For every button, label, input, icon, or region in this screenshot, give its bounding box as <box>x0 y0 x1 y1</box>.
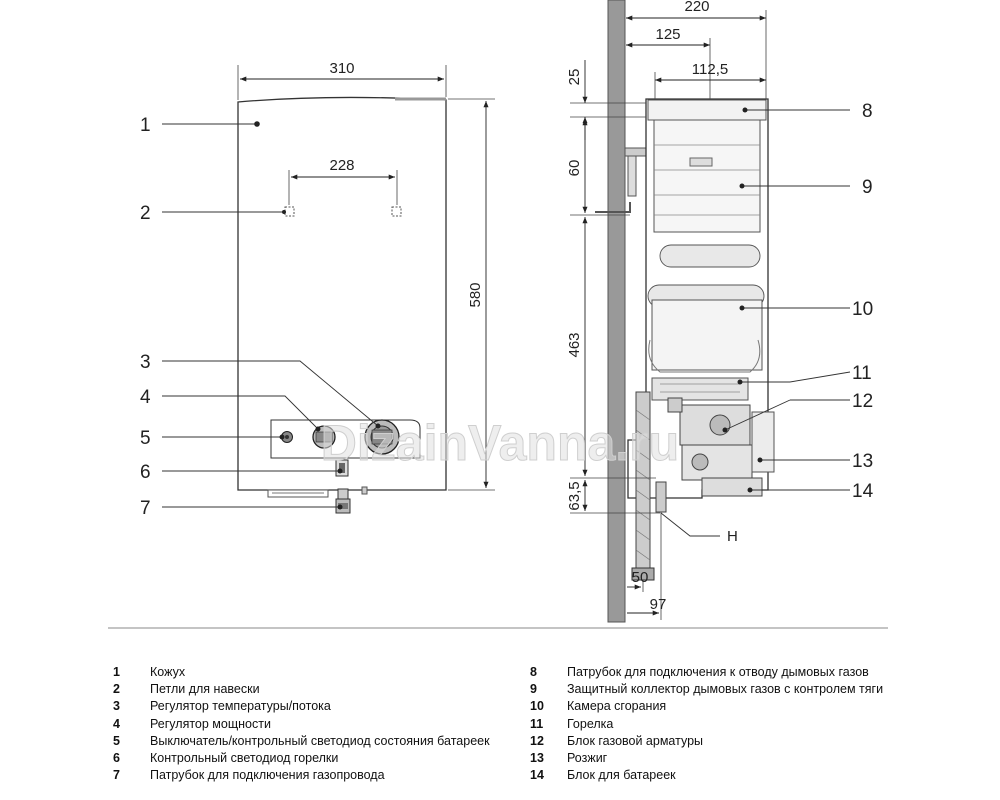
legend-number: 4 <box>113 716 120 731</box>
burner <box>651 377 749 401</box>
callout-1: 1 <box>140 115 151 136</box>
legend-number: 12 <box>530 733 544 748</box>
dim-height-label: 580 <box>467 282 484 307</box>
legend-text: Патрубок для подключения газопровода <box>150 768 385 783</box>
callout-6: 6 <box>140 462 151 483</box>
legend-item: 8 Патрубок для подключения к отводу дымов… <box>530 664 950 681</box>
callout-9: 9 <box>862 177 873 198</box>
dim-125-label: 125 <box>655 26 680 43</box>
legend-text: Камера сгорания <box>567 699 667 714</box>
dim-width-label: 310 <box>329 60 354 77</box>
dim-63-label: 63,5 <box>566 481 583 510</box>
dim-112-label: 112,5 <box>692 61 728 78</box>
legend-text: Регулятор мощности <box>150 716 271 731</box>
callout-7: 7 <box>140 498 151 519</box>
legend-item: 5 Выключатель/контрольный светодиод состо… <box>113 733 493 750</box>
legend-item: 2 Петли для навески <box>113 681 493 698</box>
legend-text: Выключатель/контрольный светодиод состоя… <box>150 733 490 748</box>
legend-text: Защитный коллектор дымовых газов с контр… <box>567 682 884 697</box>
legend-number: 8 <box>530 665 537 679</box>
combustion-chamber <box>651 299 763 371</box>
technical-drawing: 310 228 580 1 2 3 4 5 <box>108 0 888 629</box>
gas-connection-pipe <box>337 488 349 500</box>
legend-item: 4 Регулятор мощности <box>113 716 493 733</box>
dim-25-label: 25 <box>566 69 583 86</box>
legend-item: 13 Розжиг <box>530 750 950 767</box>
legend-item: 14 Блок для батареек <box>530 767 950 784</box>
legend-item: 7 Патрубок для подключения газопровода <box>113 767 493 784</box>
dim-50-label: 50 <box>632 569 649 586</box>
legend-right: 8 Патрубок для подключения к отводу дымов… <box>530 664 950 784</box>
legend-text: Контрольный светодиод горелки <box>150 751 339 766</box>
legend-number: 9 <box>530 682 537 697</box>
legend-number: 7 <box>113 768 120 783</box>
legend-number: 10 <box>530 699 544 714</box>
callout-8: 8 <box>862 101 873 122</box>
callout-11: 11 <box>852 363 872 384</box>
legend-item: 3 Регулятор температуры/потока <box>113 698 493 715</box>
legend-text: Патрубок для подключения к отводу дымовы… <box>567 665 869 679</box>
label-h: H <box>727 528 738 545</box>
battery-box <box>701 477 763 497</box>
front-view: 310 228 580 1 2 3 4 5 <box>140 60 495 519</box>
legend-number: 3 <box>113 699 120 714</box>
legend-text: Кожух <box>150 665 186 679</box>
legend-number: 5 <box>113 733 120 748</box>
wall <box>607 0 626 623</box>
callout-10: 10 <box>852 299 873 320</box>
callout-4: 4 <box>140 387 151 408</box>
dim-97-label: 97 <box>650 596 667 613</box>
legend-text: Блок для батареек <box>567 768 676 783</box>
legend-item: 11 Горелка <box>530 716 950 733</box>
legend-number: 11 <box>530 716 544 731</box>
dim-60-label: 60 <box>566 160 583 177</box>
hanging-hook-right <box>391 206 402 217</box>
dim-463-label: 463 <box>566 332 583 357</box>
watermark: DizainVanna.ru <box>321 415 679 471</box>
legend-text: Горелка <box>567 716 614 731</box>
legend-item: 12 Блок газовой арматуры <box>530 733 950 750</box>
dim-depth-label: 220 <box>684 0 709 15</box>
legend-item: 6 Контрольный светодиод горелки <box>113 750 493 767</box>
draft-hood <box>653 119 761 233</box>
callout-14: 14 <box>852 481 874 502</box>
callout-5: 5 <box>140 428 151 449</box>
legend-text: Петли для навески <box>150 682 260 697</box>
callout-12: 12 <box>852 391 873 412</box>
legend-number: 6 <box>113 751 120 766</box>
legend-text: Розжиг <box>567 751 608 766</box>
legend-text: Блок газовой арматуры <box>567 733 704 748</box>
dim-hooks-label: 228 <box>329 157 354 174</box>
side-view: 220 125 112,5 25 60 463 63,5 50 97 <box>566 0 874 623</box>
callout-13: 13 <box>852 451 873 472</box>
legend-text: Регулятор температуры/потока <box>150 699 331 714</box>
legend-item: 1 Кожух <box>113 664 493 681</box>
legend-item: 9 Защитный коллектор дымовых газов с конт… <box>530 681 950 698</box>
callout-2: 2 <box>140 203 151 224</box>
legend-number: 14 <box>530 768 544 783</box>
legend-number: 2 <box>113 682 120 697</box>
legend-left: 1 Кожух 2 Петли для навески 3 Регулятор темпе… <box>113 664 493 784</box>
legend-item: 10 Камера сгорания <box>530 698 950 715</box>
callout-3: 3 <box>140 352 151 373</box>
legend-number: 13 <box>530 751 544 766</box>
legend-number: 1 <box>113 665 120 679</box>
